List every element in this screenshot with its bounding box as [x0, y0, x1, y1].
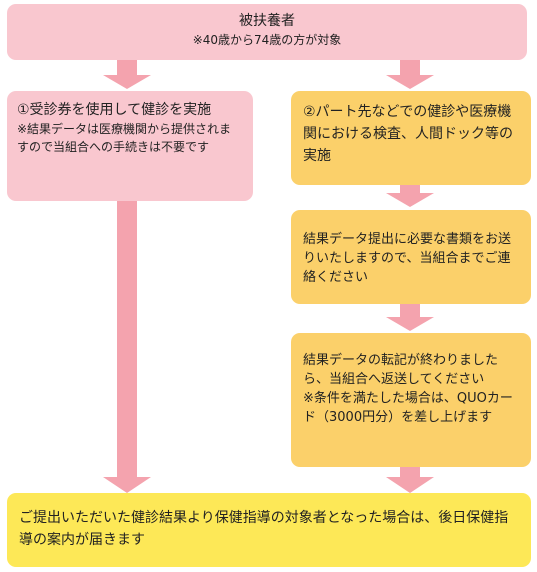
step-3-note: ※条件を満たした場合は、QUOカード（3000円分）を差し上げます — [303, 391, 513, 425]
bottom-text: ご提出いただいた健診結果より保健指導の対象者となった場合は、後日保健指導の案内が… — [19, 510, 509, 548]
step-external-checkup: ②パート先などでの健診や医療機関における検査、人間ドック等の実施 — [291, 91, 531, 185]
insured-dependents-box: 被扶養者 ※40歳から74歳の方が対象 — [7, 4, 527, 60]
step-3-text: 結果データの転記が終わりましたら、当組合へ返送してください — [303, 353, 499, 387]
step-1-text: ②パート先などでの健診や医療機関における検査、人間ドック等の実施 — [303, 104, 513, 164]
step-2-text: 結果データ提出に必要な書類をお送りいたしますので、当組合までご連絡ください — [303, 232, 512, 285]
top-subtitle: ※40歳から74歳の方が対象 — [192, 33, 342, 47]
step-contact-request: 結果データ提出に必要な書類をお送りいたしますので、当組合までご連絡ください — [291, 210, 531, 304]
step-return-form: 結果データの転記が終わりましたら、当組合へ返送してください ※条件を満たした場合… — [291, 333, 531, 467]
left-box-note: ※結果データは医療機関から提供されますので当組合への手続きは不要です — [17, 122, 232, 154]
health-guidance-box: ご提出いただいた健診結果より保健指導の対象者となった場合は、後日保健指導の案内が… — [7, 493, 531, 567]
checkup-ticket-box: ①受診券を使用して健診を実施 ※結果データは医療機関から提供されますので当組合へ… — [7, 91, 253, 201]
left-box-title: ①受診券を使用して健診を実施 — [17, 102, 212, 118]
top-title: 被扶養者 — [239, 13, 295, 29]
